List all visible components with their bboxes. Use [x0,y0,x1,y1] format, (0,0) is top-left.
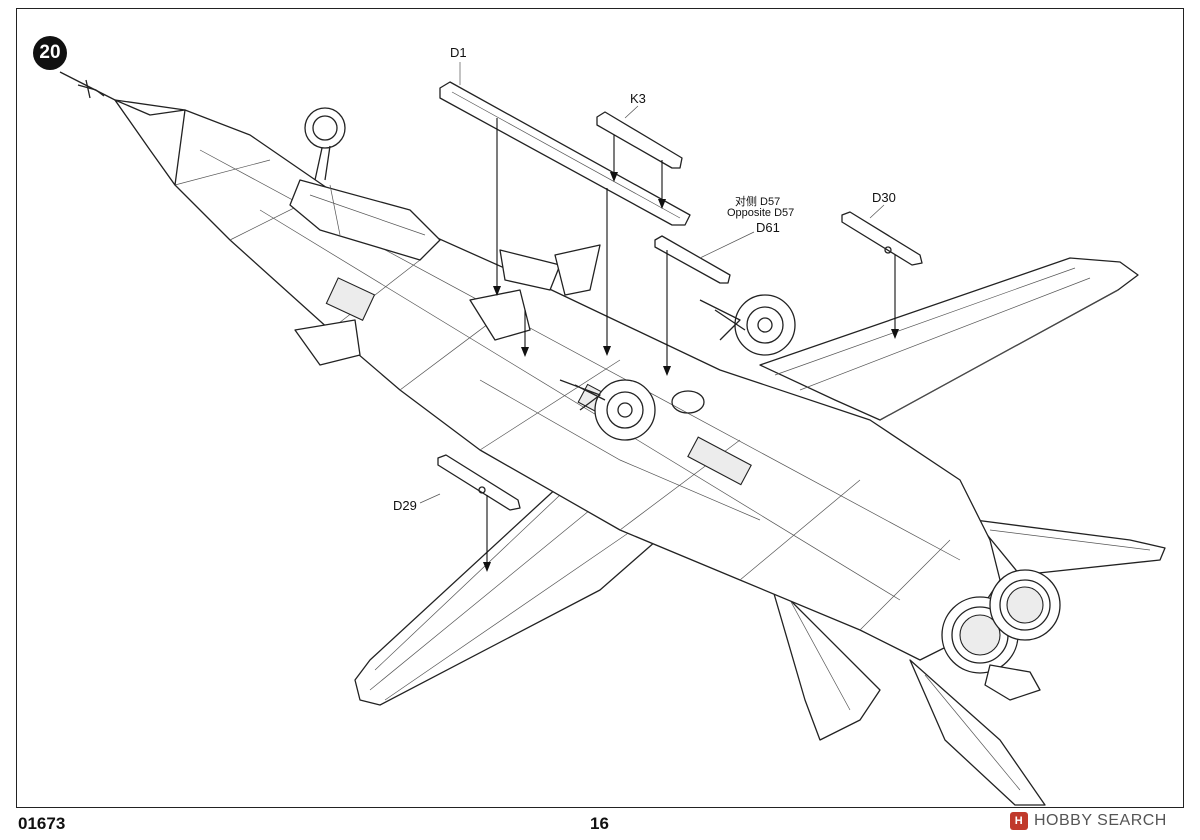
nose-cone [114,99,186,186]
step-number-badge: 20 [33,36,67,70]
part-d61 [654,235,731,284]
part-d29 [437,454,521,511]
watermark: H HOBBY SEARCH [1010,812,1167,830]
nose-wheel [304,107,346,149]
label-d61: D61 [756,220,780,235]
attachment-arrows [483,118,899,572]
part-k3 [596,111,683,169]
right-stabilizer [974,519,1166,576]
canopy [289,179,441,261]
part-d30 [841,211,923,266]
watermark-logo-icon: H [1010,812,1028,830]
right-main-wheel [734,294,796,356]
engine-nozzles [941,569,1061,674]
label-d30: D30 [872,190,896,205]
label-k3: K3 [630,91,646,106]
label-opposite-cn: 对侧 D57 [735,196,781,208]
right-intake [499,249,561,291]
label-d1: D1 [450,45,467,60]
ventral-fin [909,659,1046,806]
kit-number: 01673 [18,814,66,833]
left-main-wheel [594,379,656,441]
label-d29: D29 [393,498,417,513]
left-stabilizer [769,579,881,741]
page-frame [16,8,1184,808]
watermark-text: HOBBY SEARCH [1034,812,1167,829]
label-opposite-en: Opposite D57 [727,207,795,219]
left-intake [294,319,361,366]
page-number: 16 [590,814,609,833]
right-wing [759,257,1139,421]
